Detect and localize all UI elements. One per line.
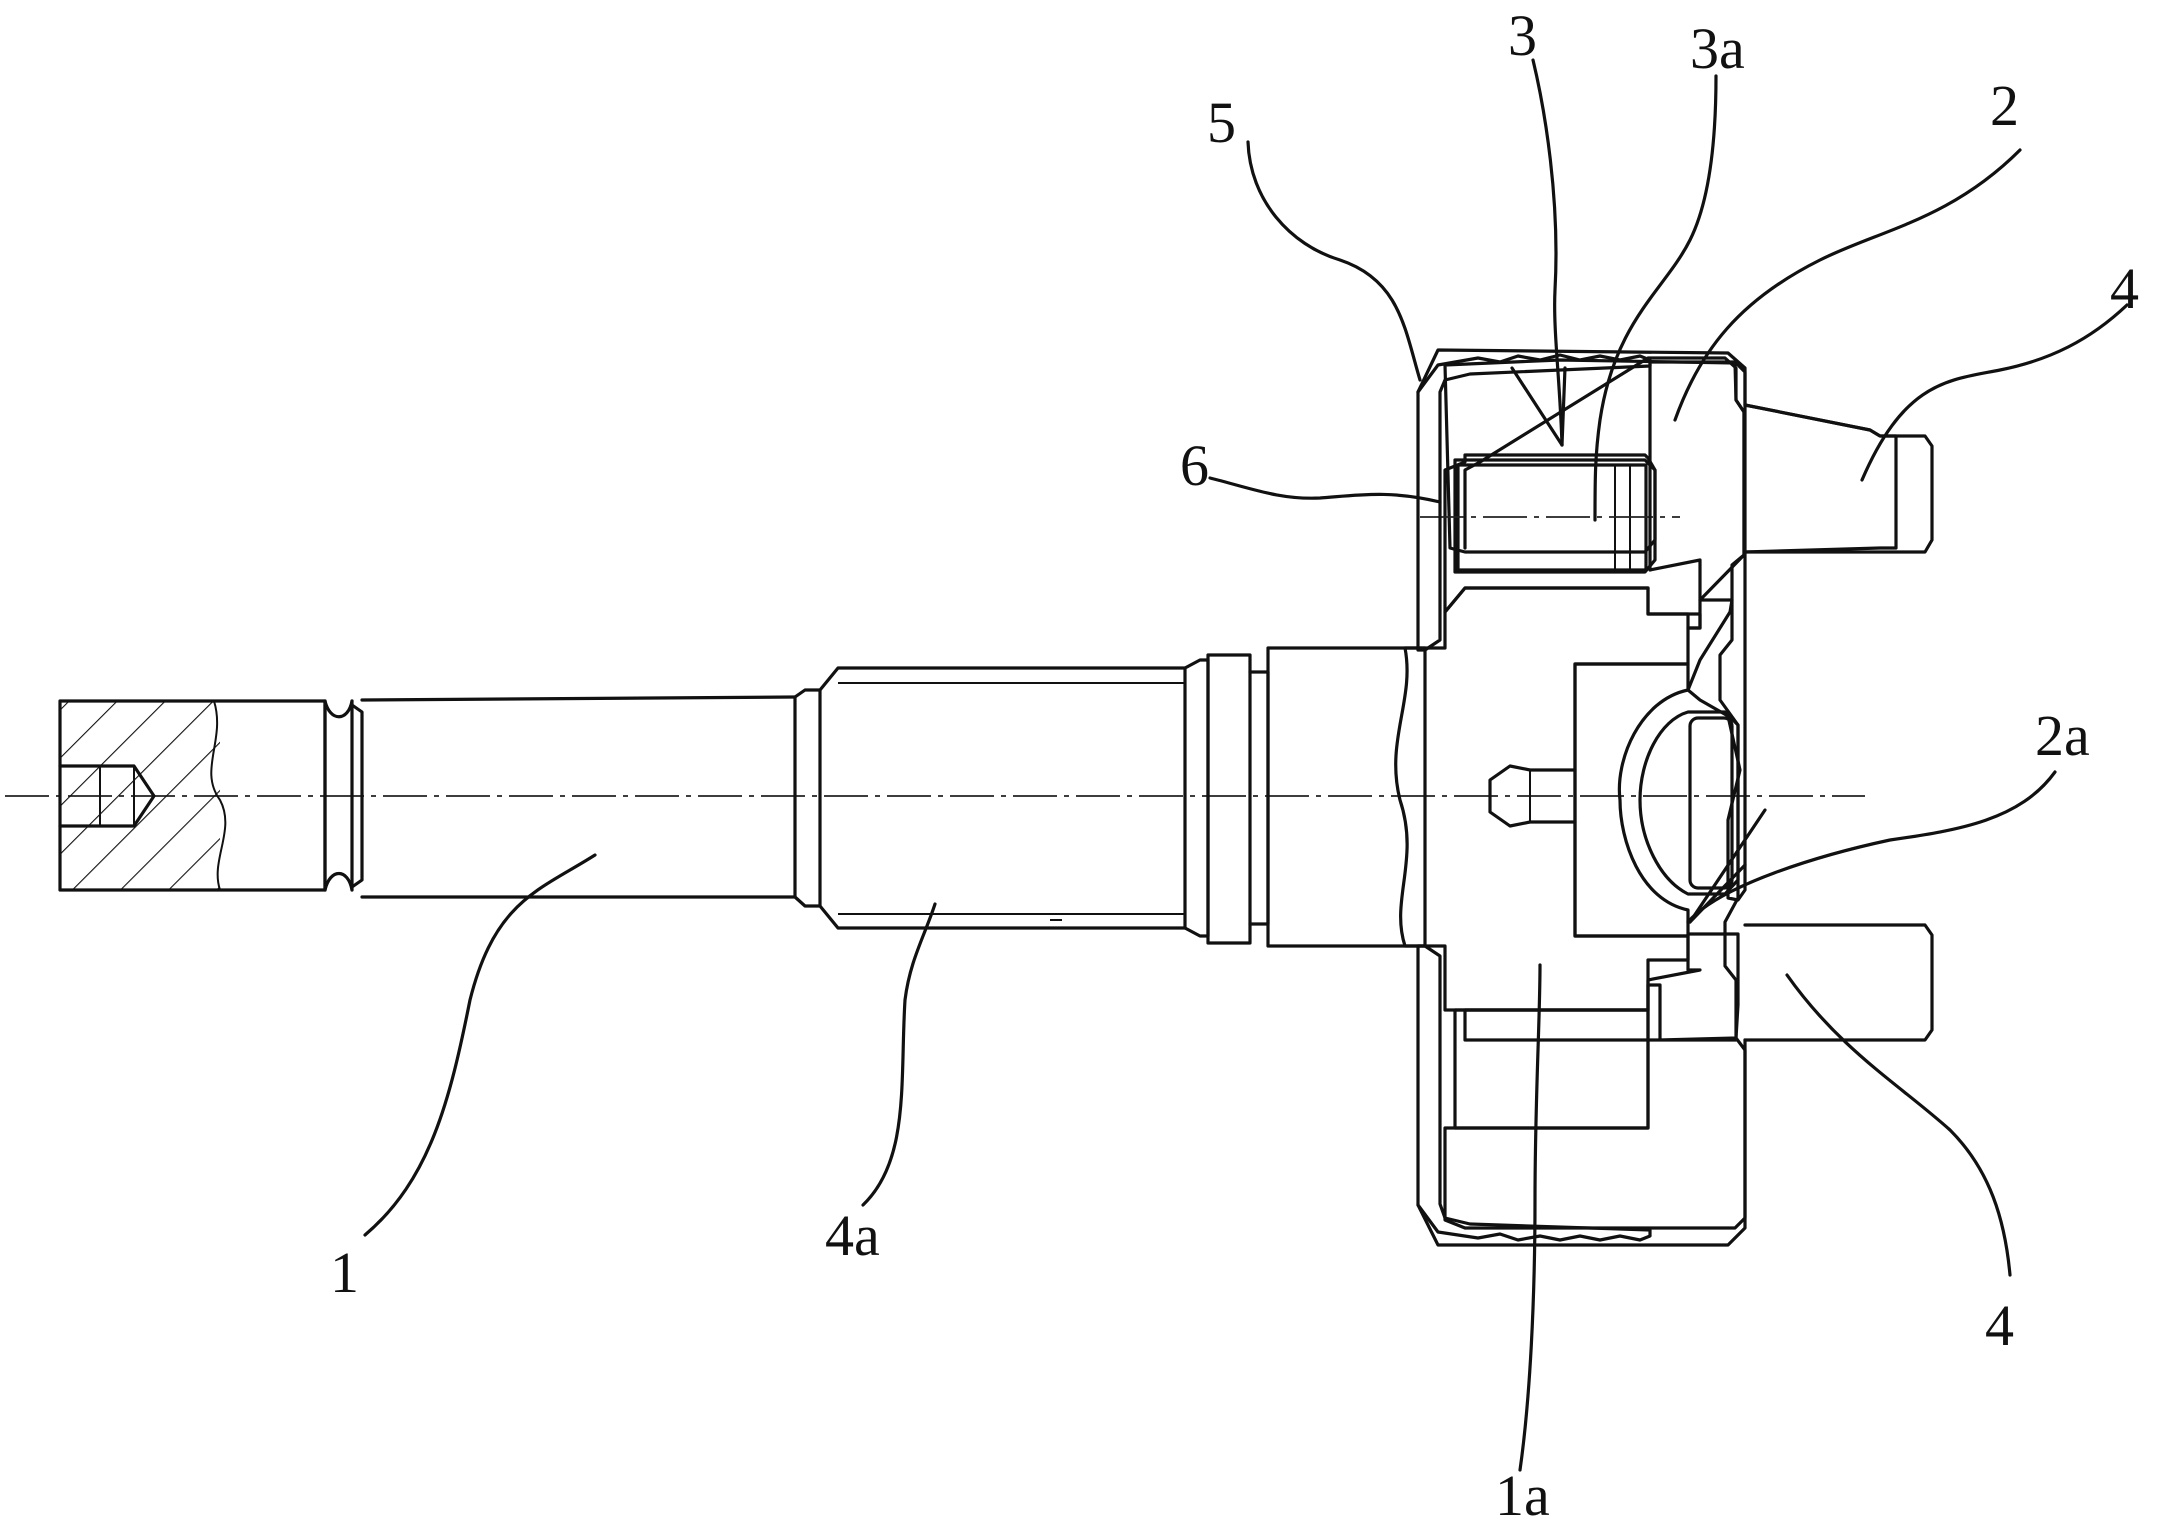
- label-2a: 2a: [2035, 703, 2090, 768]
- vane-bottom: [1745, 925, 1932, 1040]
- leader-2: [1675, 150, 2020, 420]
- shaft-head-hatch: [1396, 588, 1700, 1010]
- part-labels: 1 1a 2 2a 3 3a 4 4 4a 5 6: [330, 3, 2139, 1520]
- label-3: 3: [1508, 3, 1537, 68]
- shaft: [60, 648, 1425, 946]
- leader-4-bottom: [1787, 975, 2010, 1275]
- leader-lines: [365, 60, 2127, 1470]
- shaft-left-end-hatch: [60, 701, 220, 891]
- label-4-top: 4: [2110, 256, 2139, 321]
- leader-3: [1533, 60, 1562, 445]
- leader-4a: [863, 904, 935, 1205]
- label-3a: 3a: [1690, 16, 1745, 81]
- label-5: 5: [1207, 90, 1236, 155]
- leader-2a: [1688, 772, 2055, 922]
- leader-3-arrow1: [1512, 368, 1562, 445]
- leader-4-top: [1862, 305, 2127, 480]
- label-6: 6: [1180, 433, 1209, 498]
- vane-top: [1745, 405, 1932, 552]
- label-1a: 1a: [1495, 1463, 1550, 1520]
- label-4-bottom: 4: [1985, 1293, 2014, 1358]
- leader-3-arrow2: [1562, 368, 1565, 445]
- label-4a: 4a: [825, 1203, 880, 1268]
- rotor-hub: [1396, 350, 1932, 1245]
- label-1: 1: [330, 1240, 359, 1305]
- leader-1: [365, 855, 595, 1235]
- leader-6: [1210, 478, 1440, 502]
- label-2: 2: [1990, 73, 2019, 138]
- leader-5: [1248, 142, 1420, 380]
- hub-lower-hatch: [1445, 934, 1745, 1228]
